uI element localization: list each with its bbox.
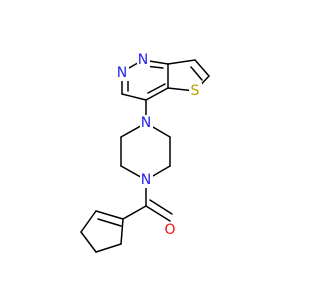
atom-label-s: S [191, 83, 200, 99]
atom-label-o: O [164, 222, 175, 238]
bond-cyclopentene-c1-c2 [95, 210, 124, 220]
molecule-structure: N N S N N O [80, 52, 210, 253]
atom-label-piperazine-n-top: N [141, 115, 151, 131]
bond-carbonyl-cyclopentene [122, 205, 147, 220]
bond-carbonyl-c-o-double [149, 199, 173, 215]
bond-pyrimidine-c4-c4a-double [147, 83, 166, 94]
bond-cyclopentene-c2-c3 [80, 210, 97, 233]
atom-pip-bottom-background [140, 172, 153, 188]
molecule-canvas: N N S N N O [80, 52, 210, 253]
bond-thiophene-c7-c6-double [190, 66, 203, 81]
atom-label-piperazine-n-bottom: N [141, 172, 151, 188]
bond-cyclopentene-c5-c1 [120, 218, 124, 245]
bond-thiophene-c7-c6 [194, 59, 210, 77]
atom-o-background [164, 222, 177, 238]
bond-pyrimidine-n3-c4 [121, 93, 147, 101]
atom-s-background [189, 83, 202, 99]
bond-cyclopentene-c1-c2-double [97, 218, 122, 227]
bond-carbonyl-c-o [145, 205, 171, 222]
bond-thiophene-c7a-c7 [167, 59, 196, 65]
bond-cyclopentene-c3-c4 [80, 231, 97, 253]
atom-label-n1: N [138, 52, 148, 68]
atom-n3-background [116, 65, 129, 81]
bond-pyrimidine-c4-c4a [145, 87, 169, 101]
atom-n1-background [137, 52, 150, 68]
atom-pip-top-background [140, 115, 153, 131]
bond-cyclopentene-c4-c5 [95, 243, 122, 253]
atom-label-n3: N [117, 65, 127, 81]
